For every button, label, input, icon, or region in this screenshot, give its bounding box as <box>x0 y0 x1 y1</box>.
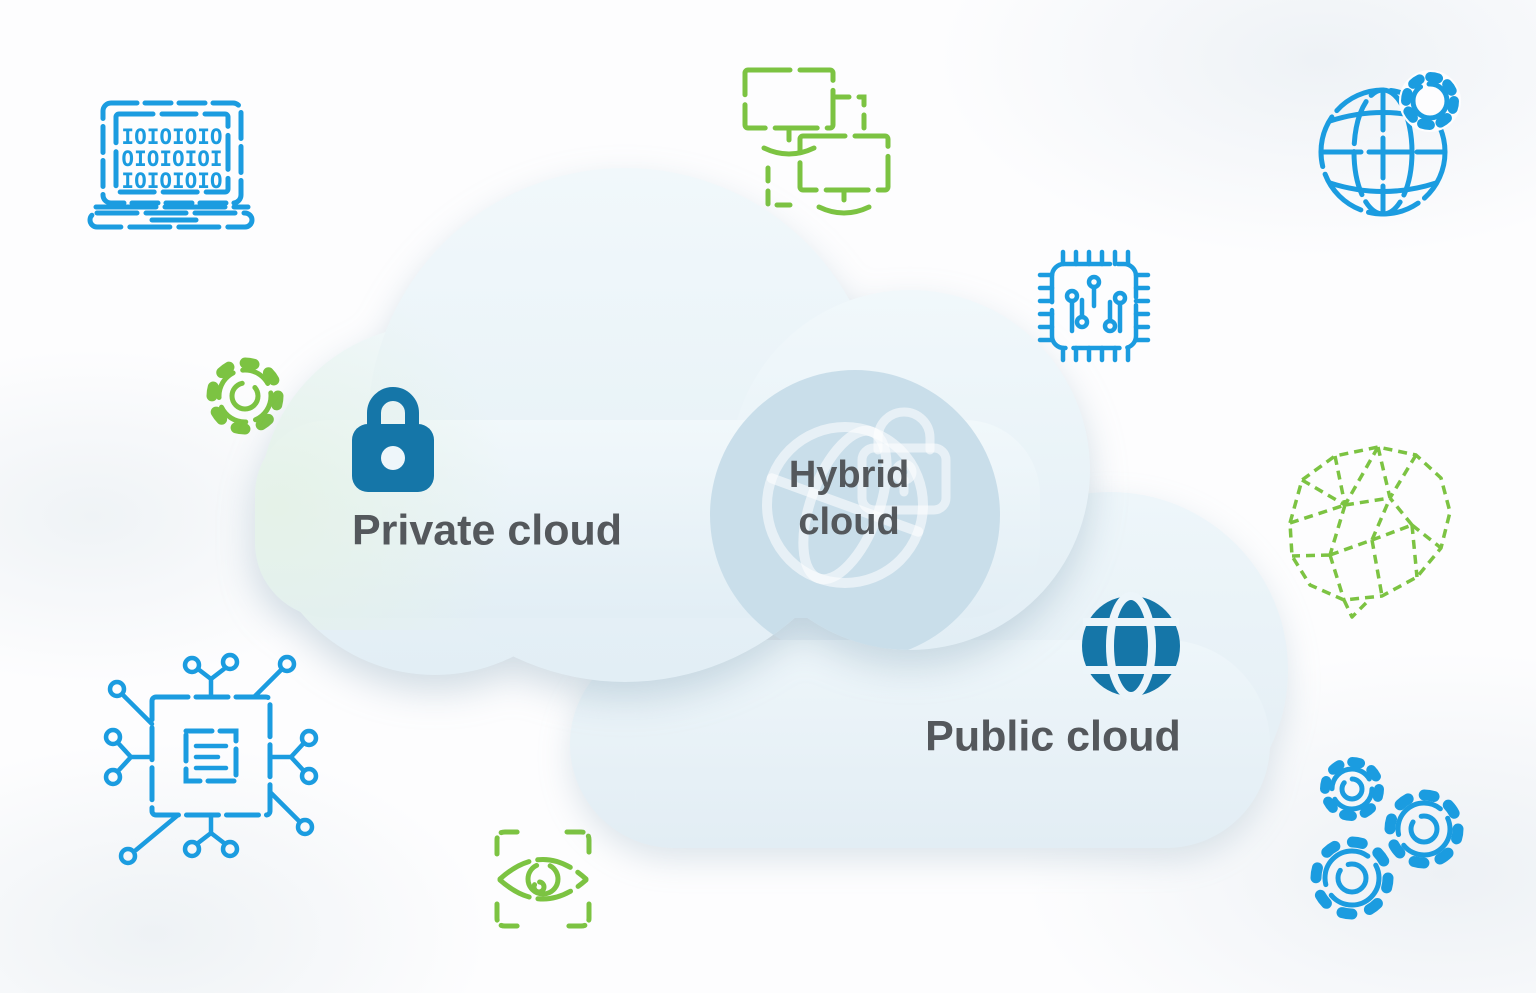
binary-row-2: OIOIOIOI <box>121 147 222 171</box>
gears-trio-icon <box>1310 757 1464 920</box>
globe-gear-icon <box>1318 70 1461 217</box>
public-cloud-label: Public cloud <box>925 712 1181 761</box>
hybrid-label-line2: cloud <box>798 501 900 543</box>
lock-icon <box>352 387 434 492</box>
circuit-board-icon <box>103 652 319 866</box>
globe-icon <box>1082 592 1180 700</box>
hybrid-label-line1: Hybrid <box>788 454 910 496</box>
hybrid-cloud-label: Hybrid cloud <box>789 452 909 546</box>
binary-row-1: IOIOIOIO <box>121 125 222 149</box>
laptop-binary-icon: IOIOIOIO OIOIOIOI IOIOIOIO <box>87 100 255 230</box>
networked-monitors-icon <box>742 67 891 216</box>
eye-scan-icon <box>494 829 592 929</box>
hybrid-watermarks <box>762 407 951 588</box>
brain-network-icon <box>1288 445 1452 619</box>
watermark-lock-icon <box>857 407 951 515</box>
binary-row-3: IOIOIOIO <box>121 169 222 193</box>
cpu-chip-icon <box>1037 249 1151 363</box>
gear-dashed-icon <box>206 357 284 435</box>
watermark-globe-icon <box>762 422 928 588</box>
private-cloud-label: Private cloud <box>351 506 623 555</box>
